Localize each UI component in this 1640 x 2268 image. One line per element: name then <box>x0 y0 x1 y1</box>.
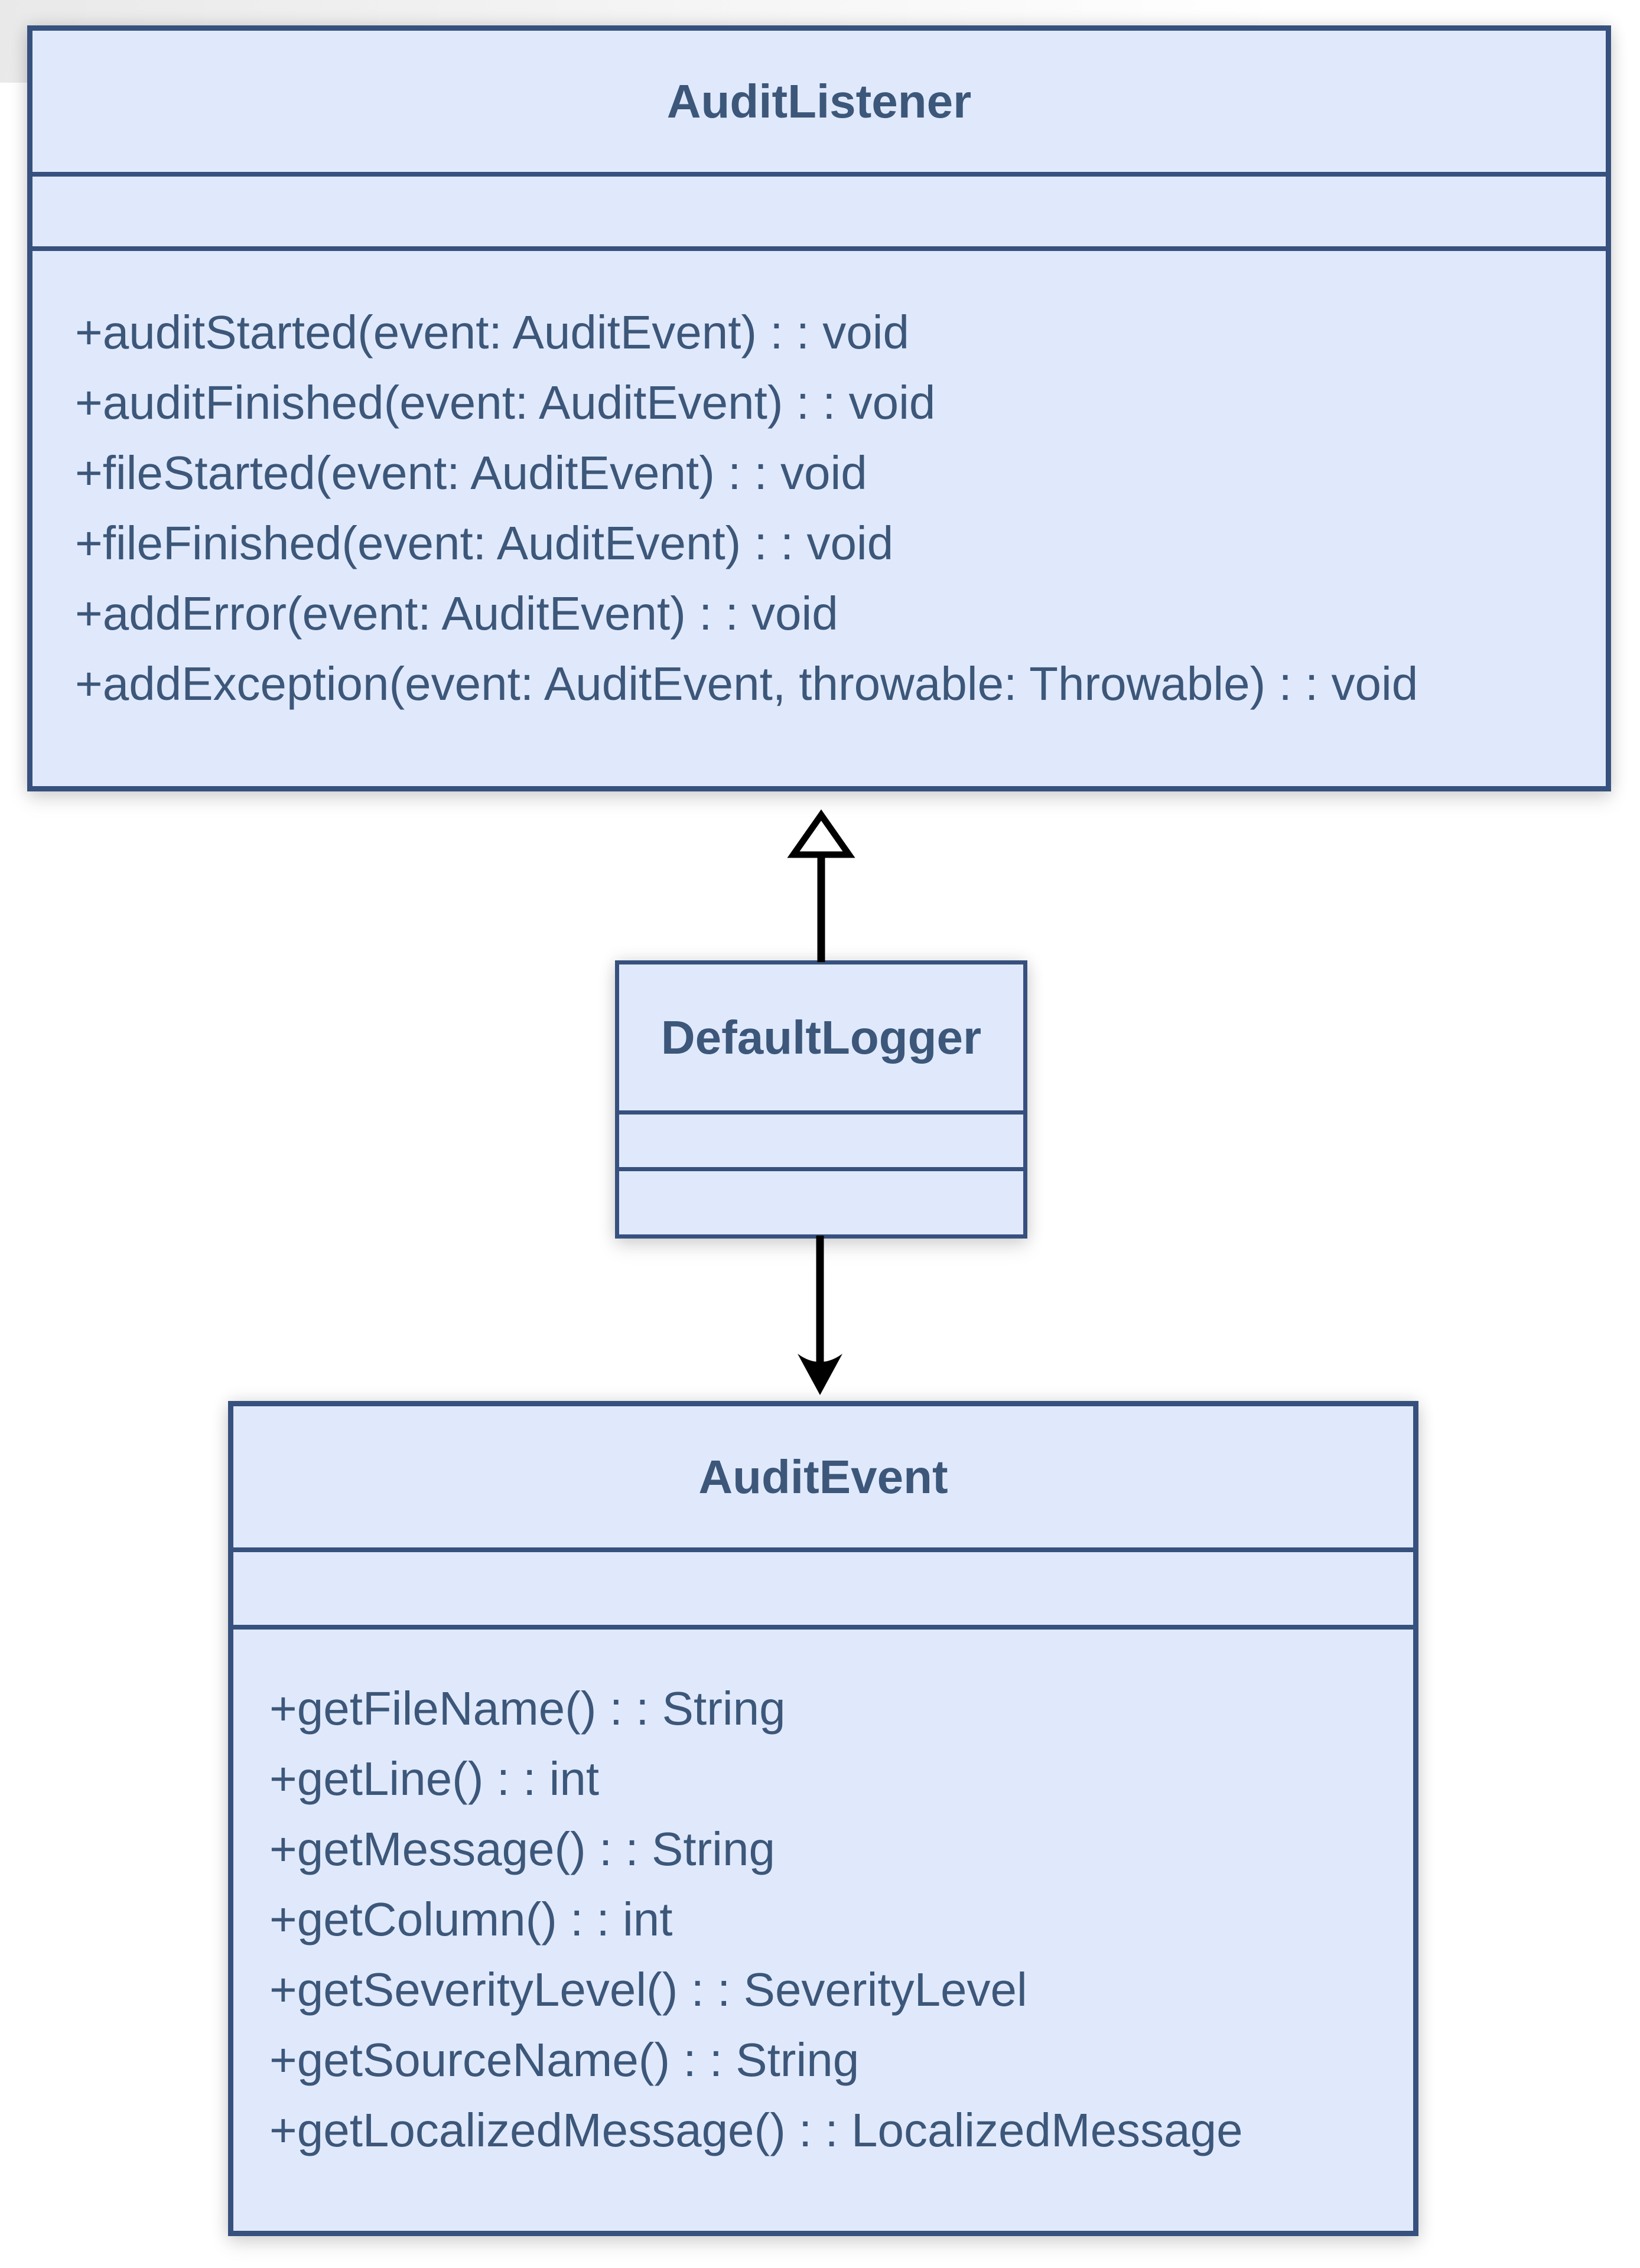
methods-compartment-auditlistener: +auditStarted(event: AuditEvent) : : voi… <box>32 251 1606 786</box>
method-item: +fileStarted(event: AuditEvent) : : void <box>75 447 867 499</box>
method-item: +getFileName() : : String <box>269 1682 786 1735</box>
hollow-triangle-arrowhead <box>787 809 855 858</box>
method-item: +getLine() : : int <box>269 1752 600 1805</box>
methods-compartment-auditevent: +getFileName() : : String +getLine() : : … <box>233 1630 1413 2231</box>
method-item: +getLocalizedMessage() : : LocalizedMess… <box>269 2104 1243 2156</box>
method-item: +auditFinished(event: AuditEvent) : : vo… <box>75 376 936 429</box>
method-item: +addException(event: AuditEvent, throwab… <box>75 657 1418 710</box>
method-item: +getSourceName() : : String <box>269 2034 860 2086</box>
class-title-auditlistener: AuditListener <box>32 31 1606 177</box>
methods-compartment-defaultlogger <box>619 1171 1023 1234</box>
method-item: +addError(event: AuditEvent) : : void <box>75 587 838 640</box>
method-item: +getMessage() : : String <box>269 1823 775 1875</box>
class-title-defaultlogger: DefaultLogger <box>619 964 1023 1115</box>
attributes-compartment-defaultlogger <box>619 1115 1023 1171</box>
method-item: +getSeverityLevel() : : SeverityLevel <box>269 1963 1027 2016</box>
open-arrowhead <box>798 1354 842 1395</box>
class-title-auditevent: AuditEvent <box>233 1406 1413 1552</box>
method-item: +fileFinished(event: AuditEvent) : : voi… <box>75 517 894 569</box>
attributes-compartment-auditevent <box>233 1552 1413 1630</box>
class-box-auditevent: AuditEvent +getFileName() : : String+get… <box>228 1401 1418 2236</box>
realization-arrow <box>787 809 855 962</box>
class-box-auditlistener: AuditListener +auditStarted(event: Audit… <box>27 25 1611 791</box>
association-arrow <box>798 1236 842 1395</box>
attributes-compartment-auditlistener <box>32 177 1606 251</box>
class-box-defaultlogger: DefaultLogger <box>615 960 1027 1239</box>
method-item: +getColumn() : : int <box>269 1893 673 1946</box>
method-item: +auditStarted(event: AuditEvent) : : voi… <box>75 306 909 359</box>
